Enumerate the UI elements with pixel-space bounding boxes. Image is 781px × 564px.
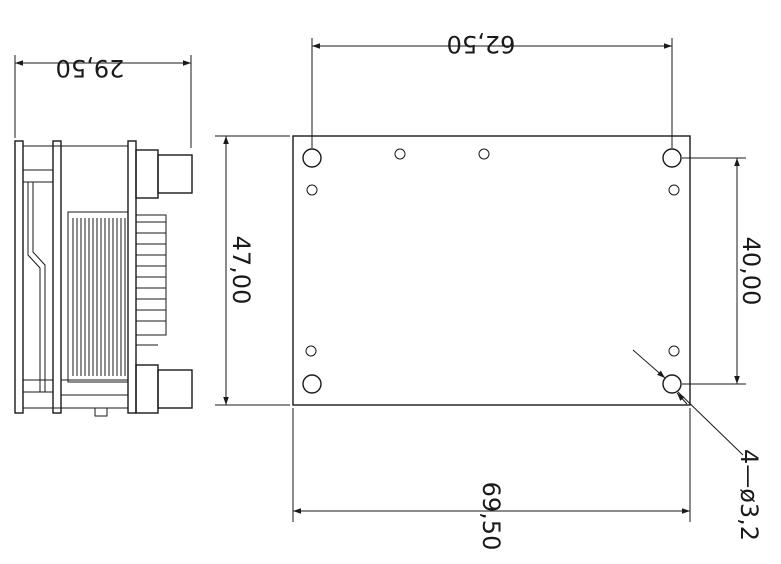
board-outline <box>292 135 691 406</box>
side-view <box>14 140 193 417</box>
mount-hole <box>662 374 682 394</box>
dim-height: 47,00 <box>215 135 290 406</box>
front-view <box>292 135 691 406</box>
small-hole <box>305 345 317 357</box>
side-board-middle <box>52 140 62 414</box>
heatsink <box>67 211 129 383</box>
depth-label: 29,50 <box>56 54 125 82</box>
hole-spacing-y-label: 40,00 <box>737 237 765 306</box>
dim-mount-holes: 4—ø3,2 <box>632 349 763 541</box>
dim-hole-spacing-y: 40,00 <box>682 157 765 385</box>
width-label: 69,50 <box>477 482 505 551</box>
side-board-right <box>127 140 137 414</box>
dim-depth: 29,50 <box>14 54 192 148</box>
mount-hole <box>662 148 682 168</box>
small-hole <box>668 345 680 357</box>
hole-spacing-x-label: 62,50 <box>447 30 516 58</box>
height-label: 47,00 <box>227 236 255 305</box>
side-board-left <box>14 140 24 414</box>
dim-hole-spacing-x: 62,50 <box>311 30 673 148</box>
small-hole <box>306 184 318 196</box>
dim-width: 69,50 <box>292 408 691 551</box>
connector-bottom <box>135 364 159 414</box>
small-hole <box>668 184 680 196</box>
mount-hole <box>302 148 322 168</box>
small-hole <box>394 148 406 160</box>
small-hole <box>478 148 490 160</box>
connector-top <box>135 149 159 199</box>
mount-holes-label: 4—ø3,2 <box>735 449 763 541</box>
mount-hole <box>302 374 322 394</box>
